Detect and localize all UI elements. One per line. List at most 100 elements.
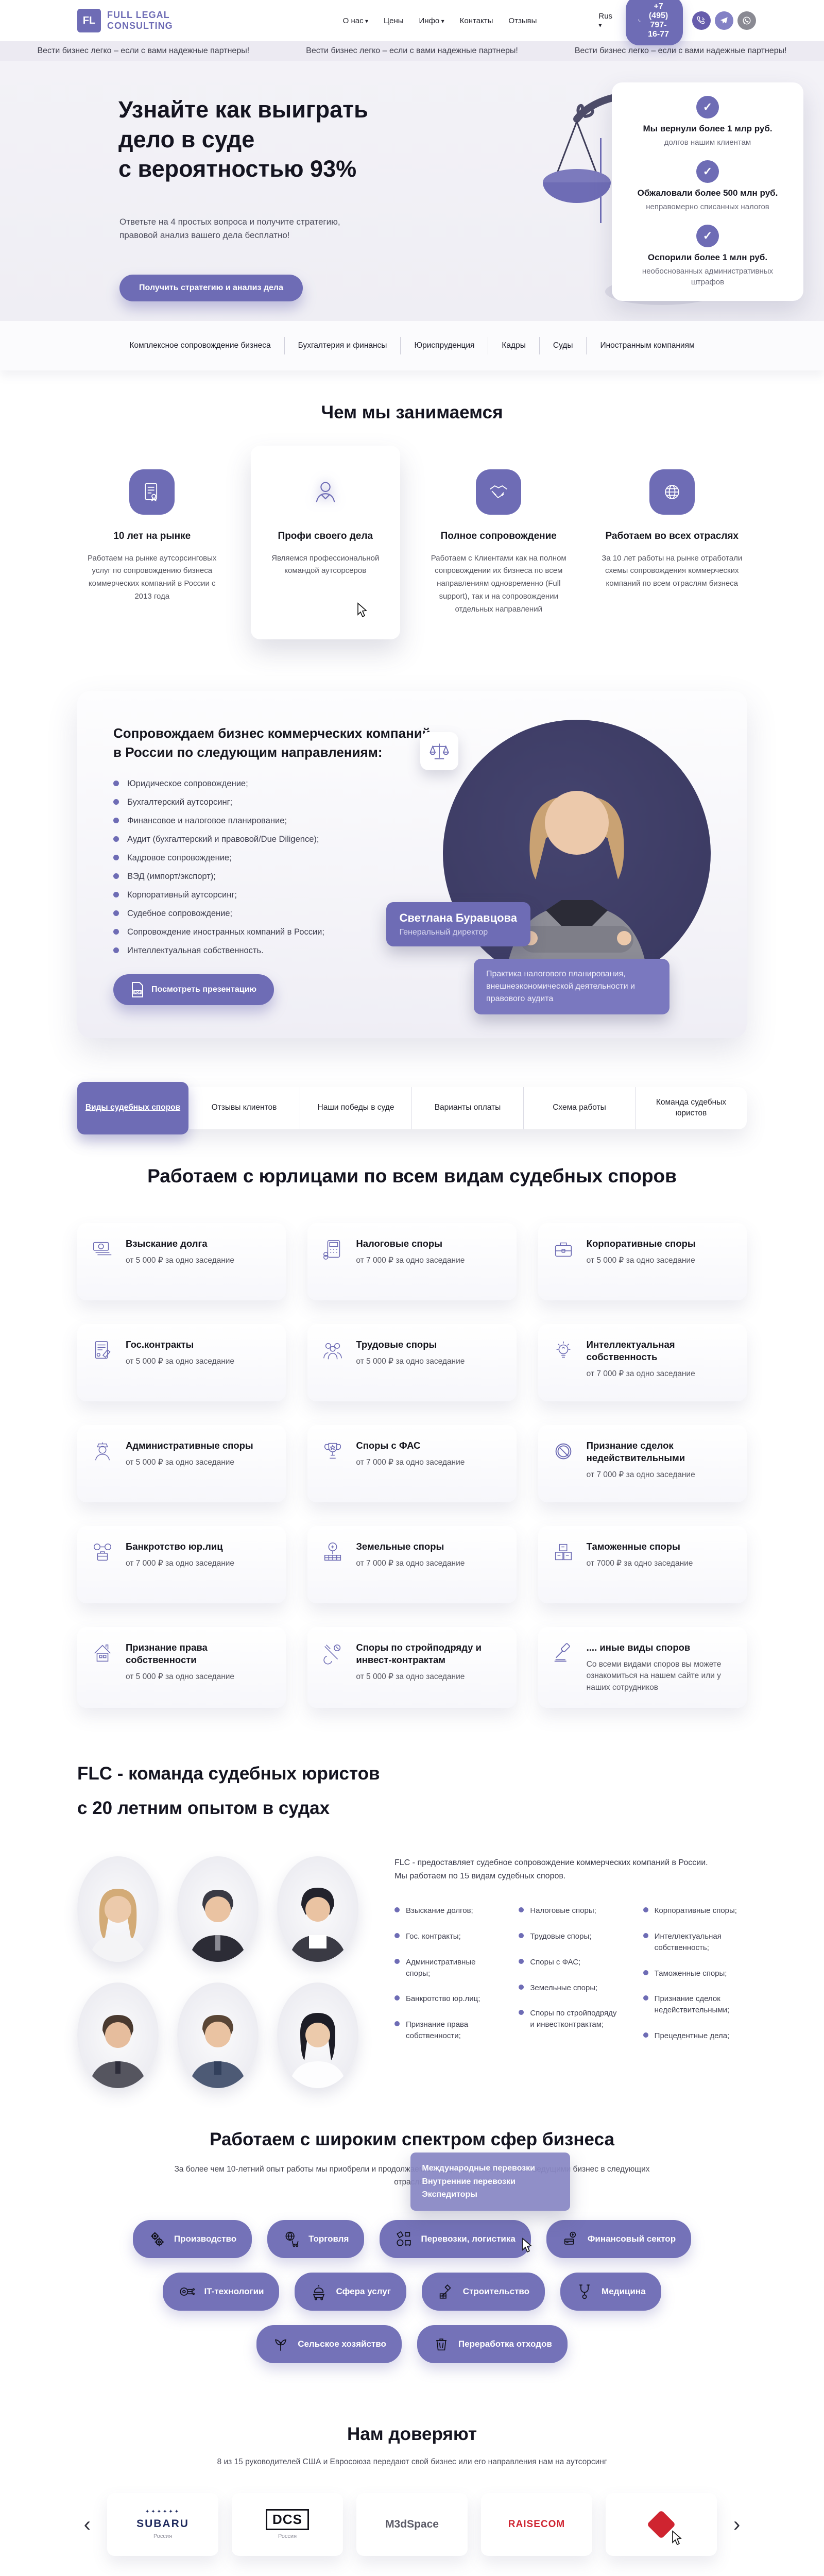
language-switcher[interactable]: Rus [598, 12, 612, 29]
feature-title: Профи своего дела [278, 531, 373, 541]
subnav-accounting[interactable]: Бухгалтерия и финансы [285, 337, 401, 354]
industry-pill-it[interactable]: IT-технологии [163, 2272, 280, 2311]
tab-lawyers-team[interactable]: Команда судебных юристов [656, 1097, 727, 1117]
viber-icon[interactable] [692, 11, 711, 30]
tab-work-scheme[interactable]: Схема работы [524, 1087, 636, 1129]
hero-title: Узнайте как выиграть дело в суде с вероя… [118, 96, 368, 182]
subnav-courts[interactable]: Суды [540, 337, 587, 354]
brand-logo[interactable]: FL FULL LEGAL CONSULTING [77, 9, 173, 32]
industry-pill-manufacturing[interactable]: Производство [132, 2219, 252, 2258]
industry-pill-construction[interactable]: Строительство [421, 2272, 545, 2311]
director-name-badge: Светлана Буравцова Генеральный директор [386, 902, 530, 947]
nav-prices[interactable]: Цены [384, 16, 404, 25]
trophy-icon [321, 1439, 346, 1488]
subnav-law[interactable]: Юриспруденция [401, 337, 489, 354]
logo-m3dspace[interactable]: M3dSpace [356, 2493, 468, 2556]
industry-pill-recycling[interactable]: Переработка отходов [417, 2325, 568, 2363]
calculator-icon [321, 1238, 346, 1286]
site-header: FL FULL LEGAL CONSULTING О нас Цены Инфо… [0, 0, 824, 45]
logo-raisecom[interactable]: RAISECOM [481, 2493, 592, 2556]
director-photo [443, 720, 711, 988]
handshake-icon [476, 469, 522, 515]
direction-item: Бухгалтерский аутсорсинг; [113, 798, 433, 807]
director-quote-badge: Практика налогового планирования, внешне… [474, 959, 670, 1015]
logo-partner[interactable] [606, 2493, 717, 2556]
whatsapp-icon[interactable] [737, 11, 757, 30]
lawyer-photo [77, 1982, 159, 2089]
handcuffs-icon [91, 1540, 115, 1589]
officer-icon [91, 1439, 115, 1488]
benefit-text: неправомерно списанных налогов [646, 202, 769, 211]
svg-text:PDF: PDF [134, 991, 141, 994]
nav-reviews[interactable]: Отзывы [508, 16, 537, 25]
feature-title: Работаем во всех отраслях [605, 531, 739, 541]
dispute-card-construction[interactable]: Споры по стройподряду и инвест-контракта… [307, 1626, 517, 1708]
tab-client-reviews[interactable]: Отзывы клиентов [188, 1087, 300, 1129]
team-photos [77, 1856, 358, 2089]
benefit-item: ✓ Обжаловали более 500 млн руб. неправом… [627, 160, 788, 212]
industry-pill-finance[interactable]: Финансовый сектор [546, 2219, 692, 2258]
subnav-complex[interactable]: Комплексное сопровождение бизнеса [116, 337, 285, 354]
brand-logo-icon: FL [77, 9, 101, 32]
carousel-prev-button[interactable]: ‹ [81, 2514, 94, 2535]
nav-info[interactable]: Инфо [419, 16, 444, 25]
tab-court-wins[interactable]: Наши победы в суде [300, 1087, 412, 1129]
subnav-foreign[interactable]: Иностранным компаниям [600, 341, 695, 350]
direction-item: ВЭД (импорт/экспорт); [113, 872, 433, 882]
industry-pill-agriculture[interactable]: Сельское хозяйство [256, 2325, 402, 2363]
industry-pill-logistics[interactable]: Перевозки, логистика [380, 2219, 531, 2258]
industry-pill-trade[interactable]: Торговля [267, 2219, 365, 2258]
header-phone-button[interactable]: +7 (495) 797-16-77 [626, 0, 683, 45]
feature-card-professionals[interactable]: Профи своего дела Являемся профессиональ… [250, 446, 400, 640]
house-icon [91, 1641, 115, 1693]
direction-item: Интеллектуальная собственность. [113, 946, 433, 956]
logo-dcs[interactable]: DCS Россия [232, 2493, 343, 2556]
team-bullets-col1: Взыскание долгов; Гос. контракты; Админи… [394, 1905, 498, 2056]
pdf-icon: PDF [132, 981, 143, 997]
services-subnav: Комплексное сопровождение бизнеса Бухгал… [0, 321, 824, 370]
carousel-next-button[interactable]: › [730, 2514, 743, 2535]
direction-item: Юридическое сопровождение; [113, 779, 433, 789]
phone-icon [638, 19, 641, 22]
direction-item: Кадровое сопровождение; [113, 853, 433, 863]
nav-about[interactable]: О нас [343, 16, 368, 25]
tab-payment-options[interactable]: Варианты оплаты [412, 1087, 524, 1129]
nav-contacts[interactable]: Контакты [459, 16, 493, 25]
tab-dispute-types[interactable]: Виды судебных споров [77, 1081, 188, 1134]
industry-pill-medicine[interactable]: Медицина [560, 2272, 661, 2311]
feature-card-full-support[interactable]: Полное сопровождение Работаем с Клиентам… [424, 469, 574, 616]
industry-pill-services[interactable]: Сфера услуг [295, 2272, 406, 2311]
marquee-text: Вести бизнес легко – если с вами надежны… [37, 46, 250, 55]
logistics-tooltip: Международные перевозки Внутренние перев… [410, 2153, 571, 2211]
feature-card-experience[interactable]: 10 лет на рынке Работаем на рынке аутсор… [77, 469, 227, 603]
brand-name: FULL LEGAL CONSULTING [107, 10, 173, 31]
telegram-icon[interactable] [715, 11, 734, 30]
benefit-title: Оспорили более 1 млн руб. [647, 252, 768, 262]
cursor-icon [522, 2238, 532, 2252]
presentation-button[interactable]: PDF Посмотреть презентацию [113, 974, 274, 1005]
section-tabs: Виды судебных споров Отзывы клиентов Наш… [77, 1081, 747, 1134]
subnav-hr[interactable]: Кадры [488, 337, 540, 354]
direction-item: Судебное сопровождение; [113, 909, 433, 919]
cursor-icon [672, 2530, 682, 2545]
benefit-text: необоснованных административных штрафов [642, 267, 774, 286]
hero-cta-button[interactable]: Получить стратегию и анализ дела [119, 275, 303, 301]
team-bullets-col2: Налоговые споры; Трудовые споры; Споры с… [519, 1905, 622, 2056]
feature-card-industries[interactable]: Работаем во всех отраслях За 10 лет рабо… [597, 469, 747, 590]
trust-section: Нам доверяют 8 из 15 руководителей США и… [77, 2393, 747, 2566]
logo-subaru[interactable]: ✦✦✦✦✦✦ SUBARU Россия [107, 2493, 218, 2556]
